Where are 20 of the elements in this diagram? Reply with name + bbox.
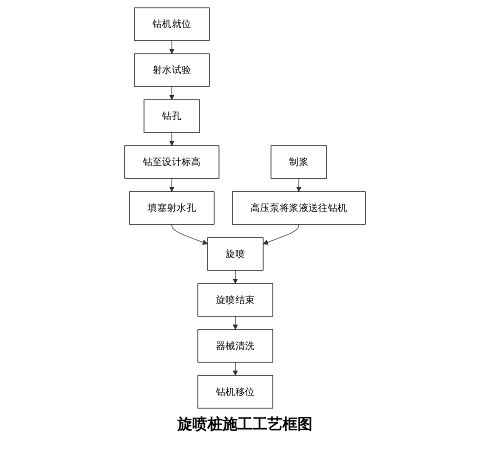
node-box: 填塞射水孔 [129,190,214,224]
node-box: 器械清洗 [198,328,274,362]
node-box: 射水试验 [134,53,210,86]
arrow [262,224,300,244]
node-box: 旋喷结束 [198,282,274,316]
arrow [232,361,238,376]
node-box: 钻机就位 [134,7,210,40]
arrow [296,178,302,192]
node-box: 钻至设计标高 [124,144,220,178]
arrow [169,132,174,146]
arrow [232,269,238,284]
node-box: 旋喷 [207,236,264,270]
arrow [172,224,208,244]
arrow [169,178,174,192]
node-box: 高压泵将浆液送往钻机 [232,190,366,224]
arrow [232,315,238,330]
node-box: 钻机移位 [198,374,274,408]
diagram-title: 旋喷桩施工工艺框图 [178,415,312,434]
node-box: 钻孔 [144,98,200,132]
node-box: 制浆 [270,144,327,178]
